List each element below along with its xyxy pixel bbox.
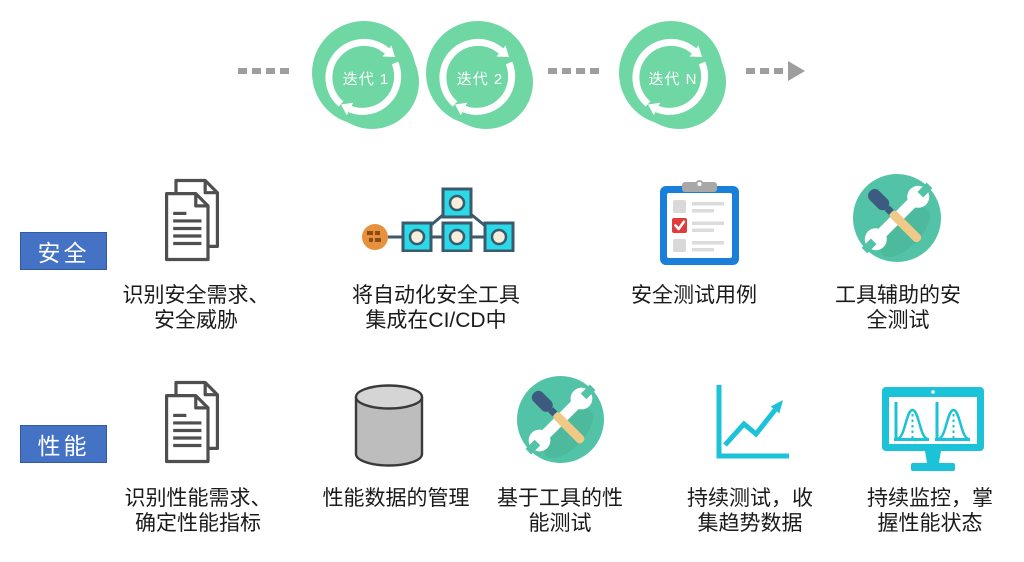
documents-icon (160, 378, 224, 466)
cicd-pipeline-icon (361, 185, 515, 252)
category-badge-security: 安全 (20, 232, 107, 270)
dash (266, 68, 275, 74)
item-label-performance-5: 持续监控，掌 握性能状态 (867, 487, 993, 535)
dash (238, 68, 247, 74)
iteration-node-2: 迭代 2 (422, 18, 538, 134)
dashed-connector-left (238, 61, 289, 81)
tools-icon (853, 174, 941, 262)
item-label-performance-2: 性能数据的管理 (322, 487, 470, 510)
item-label-security-1: 识别安全需求、 安全威胁 (122, 284, 270, 332)
item-label-security-2: 将自动化安全工具 集成在CI/CD中 (352, 284, 520, 332)
item-label-security-3: 安全测试用例 (631, 284, 757, 307)
dash (760, 68, 769, 74)
trend-chart-icon (713, 383, 791, 463)
dash (562, 68, 571, 74)
dash (590, 68, 599, 74)
cycle-arrows-icon: 迭代 2 (426, 21, 533, 129)
iteration-node-label: 迭代 1 (343, 71, 390, 88)
tools-icon (517, 376, 604, 463)
monitor-icon (881, 386, 985, 472)
item-label-performance-1: 识别性能需求、 确定性能指标 (124, 487, 272, 535)
database-icon (352, 384, 426, 468)
dash (280, 68, 289, 74)
dash (746, 68, 755, 74)
dash (774, 68, 783, 74)
item-label-performance-4: 持续测试，收 集趋势数据 (687, 487, 813, 535)
iteration-node-n: 迭代 N (615, 18, 731, 134)
item-label-security-4: 工具辅助的安 全测试 (835, 284, 961, 332)
iteration-node-label: 迭代 N (648, 71, 697, 88)
flow-arrowhead-icon (788, 61, 805, 81)
category-badge-performance: 性能 (20, 425, 107, 463)
documents-icon (160, 176, 224, 264)
cycle-arrows-icon: 迭代 N (619, 21, 726, 129)
dash (576, 68, 585, 74)
iteration-node-label: 迭代 2 (457, 71, 504, 88)
iteration-node-1: 迭代 1 (308, 18, 424, 134)
cycle-arrows-icon: 迭代 1 (312, 21, 419, 129)
dash (252, 68, 261, 74)
item-label-performance-3: 基于工具的性 能测试 (497, 487, 623, 535)
dashed-connector-end (746, 61, 805, 81)
dash (548, 68, 557, 74)
checklist-icon (657, 179, 742, 268)
dashed-connector-middle (548, 61, 599, 81)
